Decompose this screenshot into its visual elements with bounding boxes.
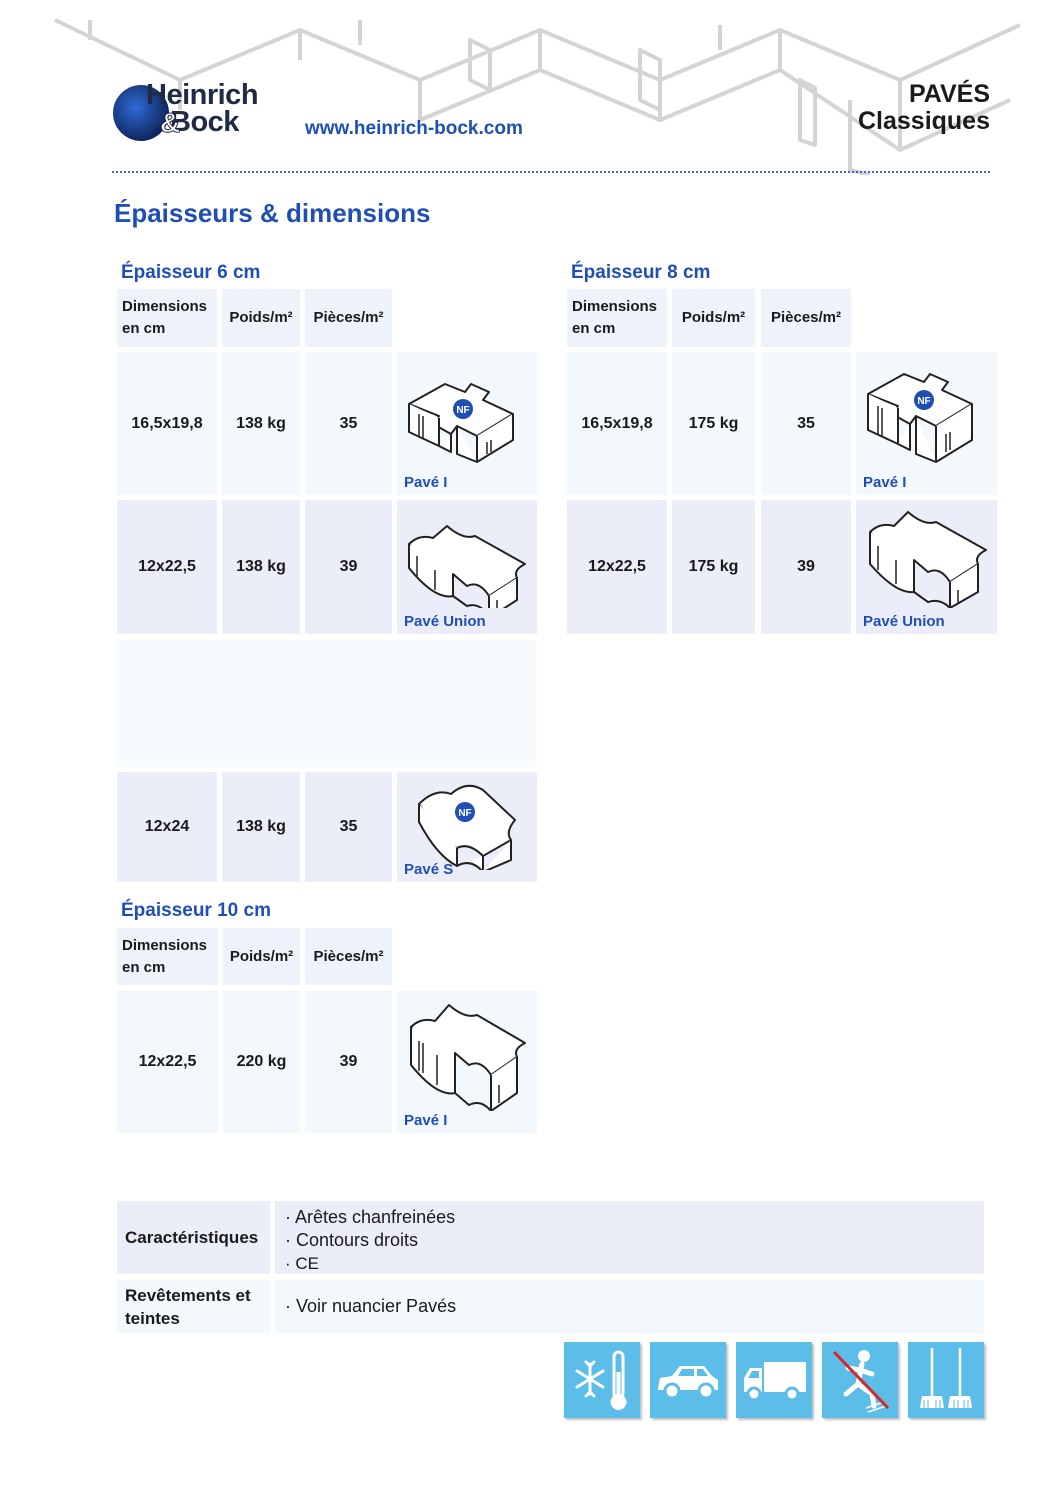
table-cell-dimensions: 16,5x19,8 xyxy=(117,352,217,495)
section-title-10cm: Épaisseur 10 cm xyxy=(121,900,271,921)
table-cell-dimensions: 12x22,5 xyxy=(117,991,218,1133)
category-title: PAVÉS xyxy=(908,80,990,108)
table-cell-dimensions: 16,5x19,8 xyxy=(567,352,667,495)
page-title: Épaisseurs & dimensions xyxy=(114,198,431,228)
product-cell: NF Pavé I xyxy=(397,352,537,495)
product-name: Pavé Union xyxy=(404,613,486,630)
table-cell-pieces: 39 xyxy=(305,500,392,634)
table-cell-pieces: 35 xyxy=(305,352,392,495)
table-cell-weight: 175 kg xyxy=(672,352,755,495)
finishes-value: · Voir nuancier Pavés xyxy=(275,1280,984,1333)
svg-text:NF: NF xyxy=(458,808,471,819)
product-name: Pavé I xyxy=(404,1112,448,1129)
table-cell-pieces: 39 xyxy=(305,991,392,1133)
table-cell-pieces: 39 xyxy=(761,500,851,634)
column-header-pieces: Pièces/m² xyxy=(305,289,392,347)
column-header-weight: Poids/m² xyxy=(672,289,755,347)
frost-resistant-icon xyxy=(564,1342,640,1418)
header-paver-illustration xyxy=(54,18,1021,175)
website-link[interactable]: www.heinrich-bock.com xyxy=(305,118,523,139)
product-name: Pavé S xyxy=(404,861,454,878)
table-cell-weight: 175 kg xyxy=(672,500,755,634)
non-slip-icon xyxy=(822,1342,898,1418)
header-divider xyxy=(112,171,990,173)
svg-text:NF: NF xyxy=(456,405,469,416)
table-cell-dimensions: 12x24 xyxy=(117,772,217,882)
category-subtitle: Classiques xyxy=(857,107,990,135)
product-cell: Pavé I xyxy=(397,991,537,1133)
table-cell-dimensions: 12x22,5 xyxy=(117,500,217,634)
column-header-pieces: Pièces/m² xyxy=(305,928,392,985)
product-cell: Pavé Union xyxy=(397,500,537,634)
pave-i-10cm-icon xyxy=(410,1004,526,1111)
car-traffic-icon xyxy=(650,1342,726,1418)
pave-union-icon xyxy=(408,525,526,608)
company-logo-icon xyxy=(113,85,169,141)
product-name: Pavé I xyxy=(863,474,907,491)
product-name: Pavé Union xyxy=(863,613,945,630)
truck-traffic-icon xyxy=(736,1342,812,1418)
pave-i-icon: NF xyxy=(867,373,973,463)
section-title-6cm: Épaisseur 6 cm xyxy=(121,262,261,283)
characteristic-item: · Arêtes chanfreinées xyxy=(285,1207,456,1227)
table-cell-weight: 138 kg xyxy=(222,500,300,634)
product-name: Pavé I xyxy=(404,474,448,491)
pave-union-icon xyxy=(869,511,987,608)
table-cell-pieces: 35 xyxy=(761,352,851,495)
table-cell-dimensions: 12x22,5 xyxy=(567,500,667,634)
characteristics-list: · Arêtes chanfreinées · Contours droits … xyxy=(275,1201,984,1274)
characteristics-label: Caractéristiques xyxy=(117,1201,270,1274)
characteristic-item: · Contours droits xyxy=(285,1230,419,1250)
column-header-pieces: Pièces/m² xyxy=(761,289,851,347)
pave-i-icon: NF xyxy=(408,383,514,463)
table-cell-weight: 138 kg xyxy=(222,772,300,882)
column-header-weight: Poids/m² xyxy=(223,928,300,985)
column-header-weight: Poids/m² xyxy=(222,289,300,347)
table-cell-weight: 220 kg xyxy=(223,991,300,1133)
ce-mark: · CE xyxy=(285,1254,319,1273)
product-cell: NF Pavé S xyxy=(397,772,537,882)
table-cell-pieces: 35 xyxy=(305,772,392,882)
easy-cleaning-icon xyxy=(908,1342,984,1418)
brand-name: Heinrich Bock xyxy=(146,79,259,138)
section-title-8cm: Épaisseur 8 cm xyxy=(571,262,711,283)
brand-ampersand: & xyxy=(159,107,181,139)
table-cell-weight: 138 kg xyxy=(222,352,300,495)
svg-text:NF: NF xyxy=(917,396,930,407)
product-cell: Pavé Union xyxy=(856,500,997,634)
empty-table-row xyxy=(117,640,537,767)
product-cell: NF Pavé I xyxy=(856,352,997,495)
pave-s-icon: NF xyxy=(418,784,516,870)
